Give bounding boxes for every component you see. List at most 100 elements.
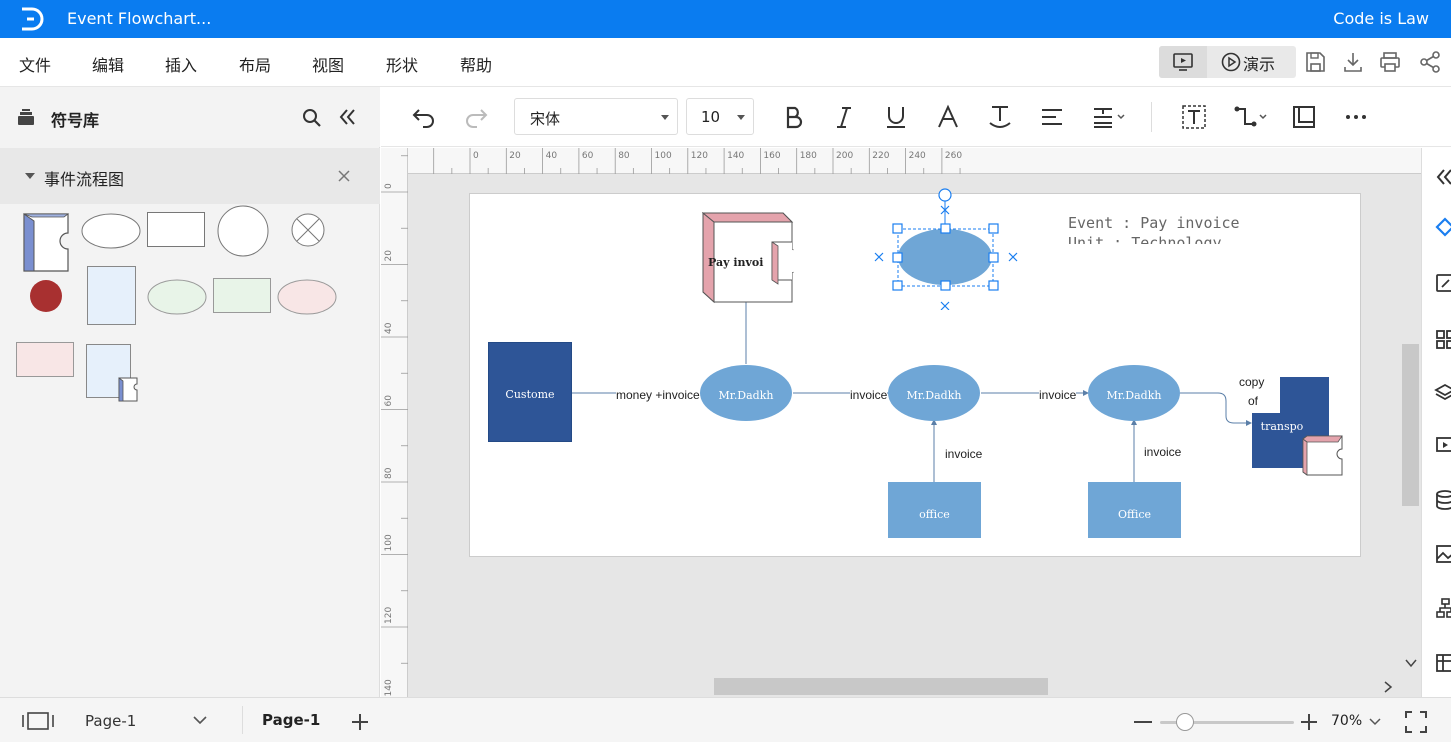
customer-node[interactable] bbox=[488, 342, 572, 442]
diagram-page[interactable]: Custome Pay invoi Mr.Dadkh Mr.Dadkh Mr.D… bbox=[469, 188, 1361, 557]
italic-icon[interactable] bbox=[831, 104, 857, 130]
menu-layout[interactable]: 布局 bbox=[239, 56, 272, 75]
font-color-icon[interactable] bbox=[935, 104, 961, 130]
expand-panel-icon[interactable] bbox=[1434, 166, 1451, 188]
fullscreen-icon[interactable] bbox=[1405, 711, 1427, 733]
redo-icon[interactable] bbox=[463, 104, 489, 130]
bold-icon[interactable] bbox=[781, 104, 807, 130]
align-icon[interactable] bbox=[1039, 104, 1065, 130]
add-page-icon[interactable] bbox=[351, 713, 369, 731]
shape-ellipse[interactable] bbox=[81, 212, 141, 250]
presentation-icon[interactable] bbox=[1434, 435, 1451, 457]
download-icon[interactable] bbox=[1341, 50, 1365, 74]
vertical-scrollbar[interactable] bbox=[1400, 174, 1421, 678]
page-selector[interactable]: Page-1 bbox=[85, 712, 137, 730]
style-fill-icon[interactable] bbox=[1434, 216, 1451, 238]
text-style-icon[interactable] bbox=[987, 104, 1013, 130]
org-chart-icon[interactable] bbox=[1434, 597, 1451, 619]
play-icon bbox=[1221, 52, 1241, 72]
vertical-scroll-thumb[interactable] bbox=[1402, 344, 1419, 506]
image-icon[interactable] bbox=[1434, 543, 1451, 565]
search-icon[interactable] bbox=[302, 108, 322, 128]
office-node-1[interactable] bbox=[888, 482, 981, 538]
shape-document-component[interactable] bbox=[86, 344, 140, 404]
connector-icon[interactable] bbox=[1233, 104, 1269, 130]
shape-circle[interactable] bbox=[216, 204, 270, 258]
save-icon[interactable] bbox=[1303, 50, 1327, 74]
horizontal-scrollbar[interactable] bbox=[408, 676, 1400, 697]
scroll-right-icon[interactable] bbox=[1383, 681, 1393, 693]
page-view-icon[interactable] bbox=[22, 712, 54, 730]
table-icon[interactable] bbox=[1434, 652, 1451, 674]
shape-component[interactable] bbox=[20, 213, 70, 273]
text-box-icon[interactable] bbox=[1181, 104, 1207, 130]
menu-insert[interactable]: 插入 bbox=[165, 56, 198, 75]
shape-pink-rect[interactable] bbox=[16, 342, 74, 378]
mr-dadkh-node-1[interactable] bbox=[699, 364, 795, 422]
share-icon[interactable] bbox=[1418, 50, 1442, 74]
category-header[interactable]: 事件流程图 bbox=[0, 148, 380, 204]
event-text-block[interactable]: Event : Pay invoice Unit : Technology bbox=[1068, 214, 1248, 244]
container-icon[interactable] bbox=[1291, 104, 1317, 130]
collapse-panel-icon[interactable] bbox=[338, 108, 358, 126]
zoom-slider-track[interactable] bbox=[1160, 721, 1294, 724]
chevron-down-icon[interactable] bbox=[1369, 718, 1381, 726]
shape-blue-rect[interactable] bbox=[87, 266, 137, 326]
edge-label-invoice-2[interactable]: invoice bbox=[1039, 388, 1077, 402]
shape-rectangle[interactable] bbox=[147, 212, 205, 248]
font-family-select[interactable]: 宋体 bbox=[514, 98, 678, 135]
edge-label-money-invoice[interactable]: money +invoice bbox=[616, 388, 700, 402]
menu-view[interactable]: 视图 bbox=[312, 56, 345, 75]
shape-pink-ellipse[interactable] bbox=[277, 278, 337, 316]
more-icon[interactable] bbox=[1343, 104, 1369, 130]
mr-dadkh-node-3[interactable] bbox=[1087, 364, 1183, 422]
image-edit-icon[interactable] bbox=[1434, 272, 1451, 294]
close-icon[interactable] bbox=[338, 170, 350, 182]
edge-label-of[interactable]: of bbox=[1248, 394, 1259, 408]
zoom-slider-handle[interactable] bbox=[1176, 713, 1194, 731]
shape-red-dot[interactable] bbox=[29, 279, 63, 313]
database-icon[interactable] bbox=[1434, 489, 1451, 511]
edge-label-copy[interactable]: copy bbox=[1239, 375, 1265, 389]
user-name[interactable]: Code is Law bbox=[1333, 9, 1429, 28]
mr-dadkh-label-2: Mr.Dadkh bbox=[906, 389, 962, 402]
grid-icon[interactable] bbox=[1434, 328, 1451, 350]
zoom-out-icon[interactable] bbox=[1134, 720, 1152, 724]
print-icon[interactable] bbox=[1378, 50, 1402, 74]
layers-icon[interactable] bbox=[1434, 382, 1451, 404]
presentation-screen-button[interactable] bbox=[1159, 46, 1207, 78]
edge-label-invoice-1[interactable]: invoice bbox=[850, 388, 888, 402]
document-title[interactable]: Event Flowchart... bbox=[67, 9, 212, 28]
menu-edit[interactable]: 编辑 bbox=[92, 56, 125, 75]
edge-label-invoice-4[interactable]: invoice bbox=[1144, 445, 1182, 459]
horizontal-scroll-thumb[interactable] bbox=[714, 678, 1048, 695]
transport-component-icon[interactable] bbox=[1302, 435, 1346, 479]
mr-dadkh-node-2[interactable] bbox=[888, 364, 984, 422]
line-spacing-icon[interactable] bbox=[1091, 104, 1127, 130]
pay-invoice-component[interactable] bbox=[702, 212, 794, 306]
menu-help[interactable]: 帮助 bbox=[460, 56, 493, 75]
shape-green-ellipse[interactable] bbox=[147, 278, 207, 316]
zoom-level[interactable]: 70% bbox=[1331, 713, 1363, 729]
shape-cross-circle[interactable] bbox=[290, 212, 326, 248]
app-logo-icon[interactable] bbox=[18, 6, 46, 32]
edge-label-invoice-3[interactable]: invoice bbox=[945, 447, 983, 461]
undo-icon[interactable] bbox=[411, 104, 437, 130]
office-node-2[interactable] bbox=[1088, 482, 1181, 538]
office-label-2: Office bbox=[1117, 508, 1152, 521]
selected-ellipse-node[interactable] bbox=[870, 186, 1022, 310]
shape-green-rect[interactable] bbox=[212, 278, 272, 314]
menu-shape[interactable]: 形状 bbox=[386, 56, 419, 75]
font-family-value: 宋体 bbox=[530, 110, 561, 128]
zoom-in-icon[interactable] bbox=[1300, 713, 1318, 731]
font-size-select[interactable]: 10 bbox=[686, 98, 754, 135]
page-tab[interactable]: Page-1 bbox=[262, 711, 321, 729]
menu-file[interactable]: 文件 bbox=[19, 56, 52, 75]
underline-icon[interactable] bbox=[883, 104, 909, 130]
ruler-label: 40 bbox=[546, 151, 558, 161]
chevron-down-icon[interactable] bbox=[193, 716, 207, 725]
present-button[interactable]: 演示 bbox=[1209, 46, 1296, 78]
ruler-label: 60 bbox=[582, 151, 594, 161]
scroll-down-icon[interactable] bbox=[1405, 658, 1417, 668]
